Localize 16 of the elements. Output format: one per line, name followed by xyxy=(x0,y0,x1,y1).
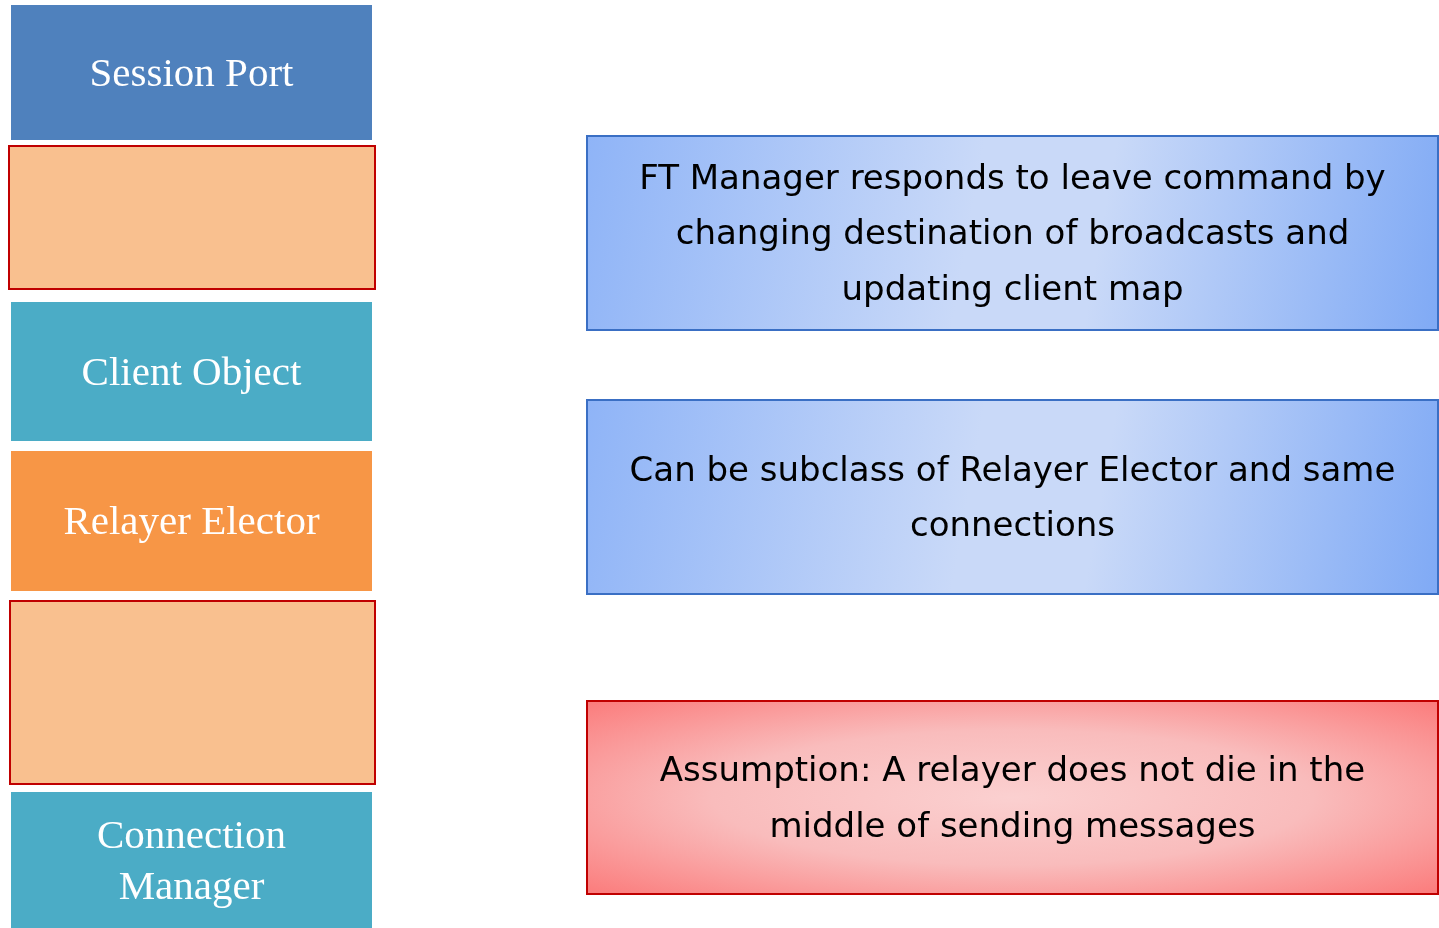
empty-box xyxy=(9,600,376,785)
empty-box xyxy=(8,145,376,290)
component-box xyxy=(11,5,372,140)
note-box xyxy=(586,135,1439,331)
node-text: Connection Manager xyxy=(96,809,287,910)
component-box xyxy=(11,792,372,928)
node-text: Relayer Elector xyxy=(62,496,321,546)
component-box xyxy=(11,451,372,591)
node-text: FT Manager responds to leave command by changing destination of broadcasts and updating client map xyxy=(638,156,1387,310)
node-text: Client Object xyxy=(80,346,303,396)
node-text: Can be subclass of Relayer Elector and same connections xyxy=(628,447,1397,546)
note-box xyxy=(586,399,1439,595)
note-box xyxy=(586,700,1439,895)
node-text: Assumption: A relayer does not die in the middle of sending messages xyxy=(658,748,1367,847)
component-box xyxy=(11,302,372,441)
node-text: Session Port xyxy=(88,47,295,97)
